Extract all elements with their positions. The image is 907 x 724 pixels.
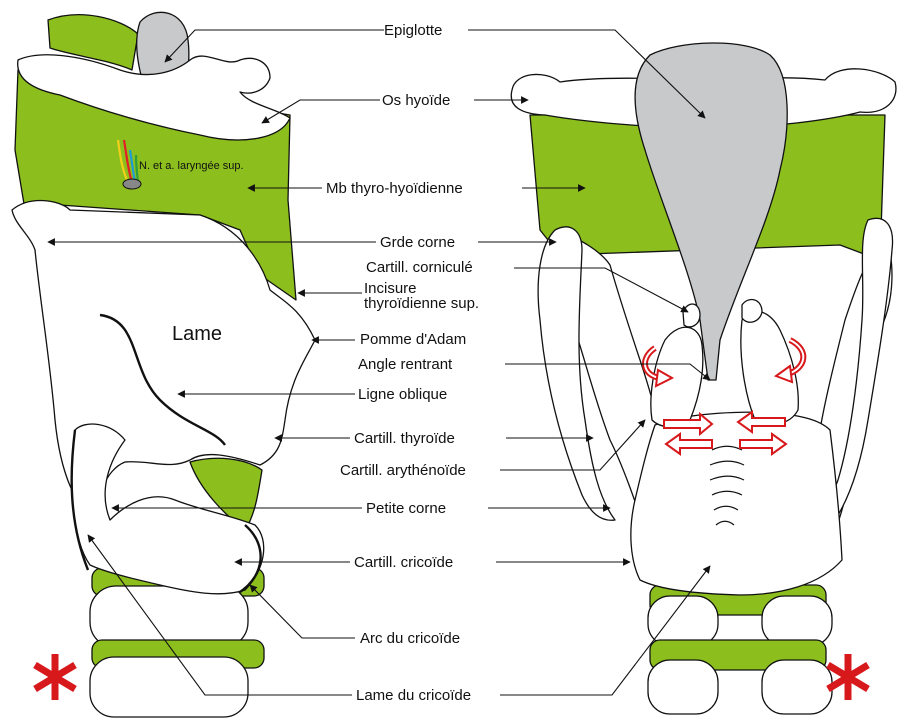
label-mb-thyro-hyoidienne: Mb thyro-hyoïdienne bbox=[326, 180, 463, 197]
label-grde-corne: Grde corne bbox=[380, 234, 455, 251]
label-cartill-cricoide: Cartill. cricoïde bbox=[354, 554, 453, 571]
label-ligne-oblique: Ligne oblique bbox=[358, 386, 447, 403]
label-lame-cricoide: Lame du cricoïde bbox=[356, 687, 471, 704]
label-epiglotte: Epiglotte bbox=[384, 22, 442, 39]
label-incisure-l2: thyroïdienne sup. bbox=[364, 295, 479, 312]
label-cartill-cornicule: Cartill. corniculé bbox=[366, 259, 473, 276]
label-petite-corne: Petite corne bbox=[366, 500, 446, 517]
label-angle-rentrant: Angle rentrant bbox=[358, 356, 453, 373]
red-asterisk-icon-left bbox=[35, 654, 75, 700]
label-cartill-arytenoide: Cartill. arythénoïde bbox=[340, 462, 466, 479]
red-asterisk-icon-right bbox=[828, 654, 868, 700]
label-nerf: N. et a. laryngée sup. bbox=[139, 160, 244, 172]
posterior-view bbox=[511, 43, 896, 714]
corniculate-left bbox=[683, 304, 700, 327]
trachea-posterior bbox=[648, 585, 832, 714]
label-lame: Lame bbox=[172, 323, 222, 345]
label-pomme-adam: Pomme d'Adam bbox=[360, 331, 466, 348]
label-arc-cricoide: Arc du cricoïde bbox=[360, 630, 460, 647]
label-cartill-thyroide: Cartill. thyroïde bbox=[354, 430, 455, 447]
cricoid-posterior bbox=[631, 412, 842, 595]
label-os-hyoide: Os hyoïde bbox=[382, 92, 450, 109]
corniculate-right bbox=[742, 300, 762, 323]
